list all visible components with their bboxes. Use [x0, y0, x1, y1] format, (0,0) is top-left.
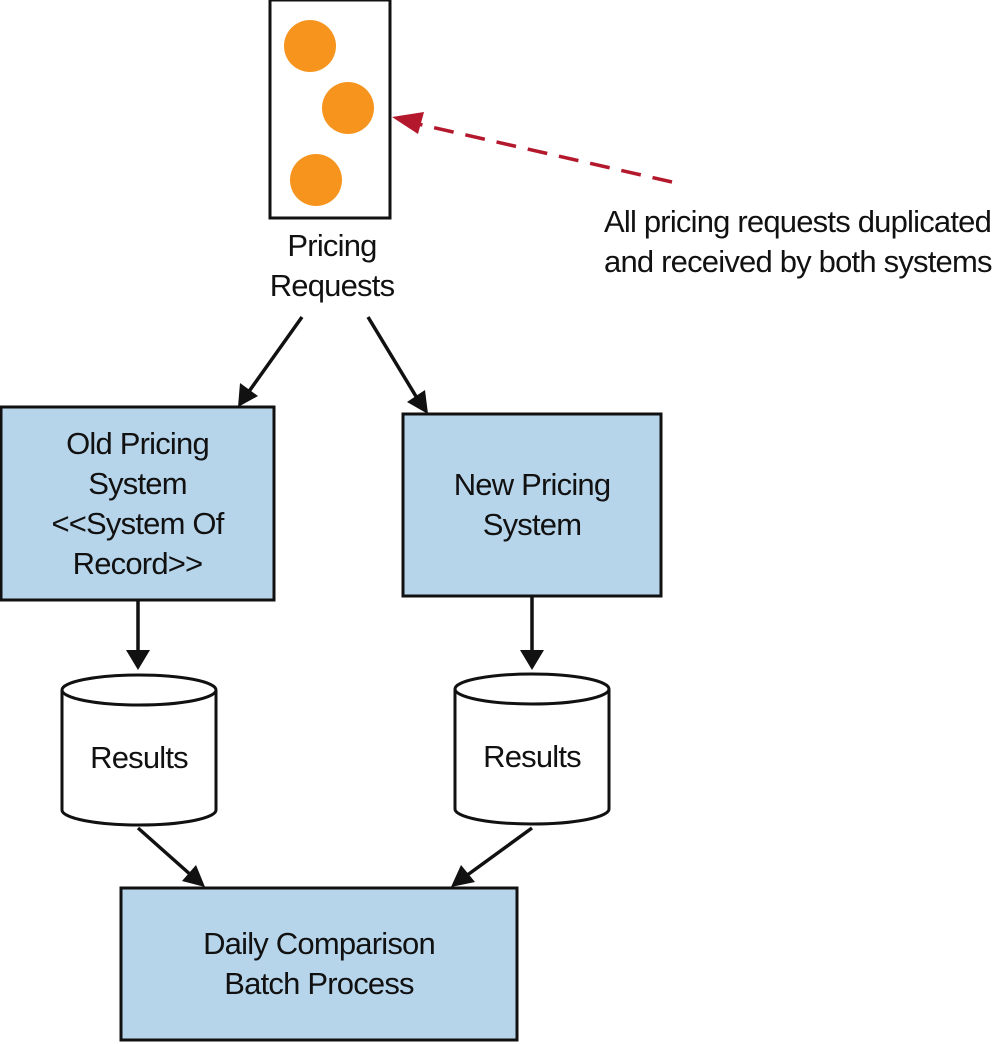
daily-comparison-batch-box — [119, 886, 519, 1042]
new-results-datastore — [453, 672, 611, 826]
daily-comparison-batch-label-line1: Daily Comparison — [203, 926, 436, 961]
old-pricing-system-box — [0, 405, 276, 602]
new-pricing-system-label-line1: New Pricing — [453, 467, 611, 502]
callout-dashed-line — [417, 122, 673, 184]
request-message-2 — [322, 82, 374, 134]
old-pricing-system-label-line1: Old Pricing — [66, 425, 210, 461]
arrow-old-results-to-batch-head — [182, 865, 205, 887]
arrow-queue-to-new-system-head — [407, 390, 428, 414]
arrow-queue-to-new-system — [366, 316, 422, 404]
callout-note-line1: All pricing requests duplicated — [604, 204, 992, 239]
callout-arrowhead — [392, 112, 424, 134]
arrow-queue-to-old-system-head — [238, 383, 258, 407]
pricing-requests-label: Pricing Requests — [232, 226, 432, 306]
arrow-new-results-to-batch-head — [451, 865, 475, 887]
arrow-new-system-to-results-head — [520, 650, 544, 670]
old-pricing-system-label: Old Pricing System <<System Of Record>> — [1, 407, 274, 600]
new-pricing-system-label: New Pricing System — [403, 414, 661, 596]
daily-comparison-batch-label: Daily Comparison Batch Process — [121, 888, 517, 1040]
callout-note-line2: and received by both systems — [604, 244, 993, 279]
callout-note: All pricing requests duplicated and rece… — [604, 202, 1004, 282]
old-pricing-system-label-line3: <<System Of — [51, 505, 224, 541]
pricing-requests-label-line1: Pricing — [287, 228, 377, 263]
pricing-requests-label-line2: Requests — [269, 268, 395, 303]
new-pricing-system-box — [401, 412, 663, 598]
old-results-label-text: Results — [90, 739, 189, 775]
new-results-label: Results — [455, 704, 609, 809]
arrow-old-results-to-batch — [136, 826, 194, 878]
old-results-label: Results — [62, 705, 216, 810]
arrow-queue-to-old-system — [243, 315, 304, 399]
old-results-datastore — [60, 673, 218, 827]
arrow-new-results-to-batch — [464, 826, 534, 878]
old-pricing-system-label-line2: System — [88, 465, 187, 501]
request-message-3 — [290, 154, 342, 206]
new-pricing-system-label-line2: System — [482, 507, 582, 542]
old-pricing-system-label-line4: Record>> — [72, 545, 204, 581]
new-results-label-text: Results — [483, 738, 582, 774]
request-message-1 — [284, 20, 336, 72]
daily-comparison-batch-label-line2: Batch Process — [224, 966, 414, 1001]
arrow-old-system-to-results-head — [126, 650, 150, 670]
